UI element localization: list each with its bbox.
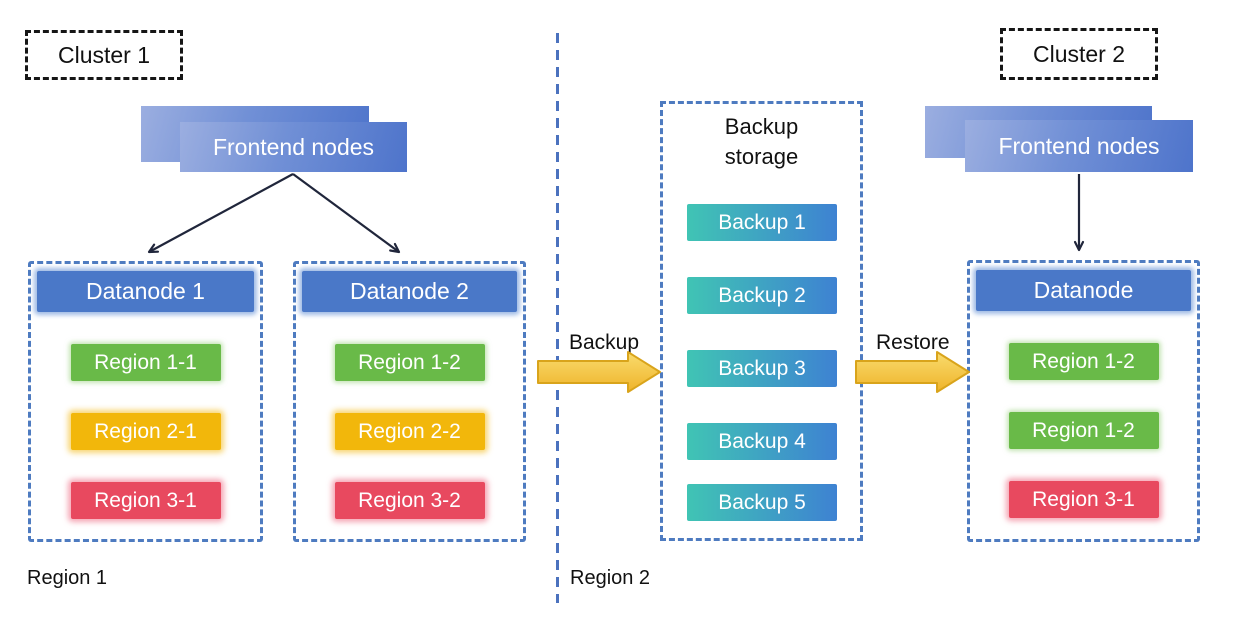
cluster1-label-box: Cluster 1	[25, 30, 183, 80]
cluster2-label-box: Cluster 2	[1000, 28, 1158, 80]
frontend-left-box: Frontend nodes	[180, 122, 407, 172]
backup-storage-container: Backup storage Backup 1 Backup 2 Backup …	[660, 101, 863, 541]
restore-flow-label: Restore	[876, 331, 950, 354]
datanode1-container: Datanode 1 Region 1-1 Region 2-1 Region …	[28, 261, 263, 542]
arrow-frontend-to-datanode1	[147, 173, 294, 254]
frontend-right-label: Frontend nodes	[998, 132, 1160, 159]
region-box: Region 1-2	[1008, 412, 1159, 449]
region-box: Region 3-1	[70, 482, 221, 519]
backup-flow-label: Backup	[569, 331, 640, 354]
cluster2-label: Cluster 2	[1032, 40, 1126, 67]
backup-item: Backup 3	[687, 350, 837, 387]
datanode2-header: Datanode 2	[302, 271, 517, 312]
region1-zone-label: Region 1	[27, 567, 108, 589]
region-box: Region 1-2	[1008, 343, 1159, 380]
backup-item: Backup 2	[687, 277, 837, 314]
backup-item: Backup 5	[687, 484, 837, 521]
backup-item: Backup 4	[687, 423, 837, 460]
datanode-restored-header: Datanode	[976, 270, 1191, 311]
region-box: Region 1-2	[334, 344, 485, 381]
region-box: Region 2-2	[334, 413, 485, 450]
region-separator-line	[556, 33, 559, 603]
region-box: Region 3-1	[1008, 481, 1159, 518]
datanode2-container: Datanode 2 Region 1-2 Region 2-2 Region …	[293, 261, 526, 542]
arrow-frontend-to-datanode2	[292, 173, 401, 254]
cluster1-label: Cluster 1	[57, 41, 151, 68]
region-box: Region 1-1	[70, 344, 221, 381]
region-box: Region 2-1	[70, 413, 221, 450]
datanode1-header: Datanode 1	[37, 271, 254, 312]
region-box: Region 3-2	[334, 482, 485, 519]
frontend-right-box: Frontend nodes	[965, 120, 1193, 172]
backup-item: Backup 1	[687, 204, 837, 241]
backup-storage-title: Backup storage	[724, 114, 799, 169]
restore-arrow	[855, 351, 970, 393]
region2-zone-label: Region 2	[570, 567, 651, 589]
datanode-restored-container: Datanode Region 1-2 Region 1-2 Region 3-…	[967, 260, 1200, 542]
frontend-left-label: Frontend nodes	[212, 133, 375, 160]
